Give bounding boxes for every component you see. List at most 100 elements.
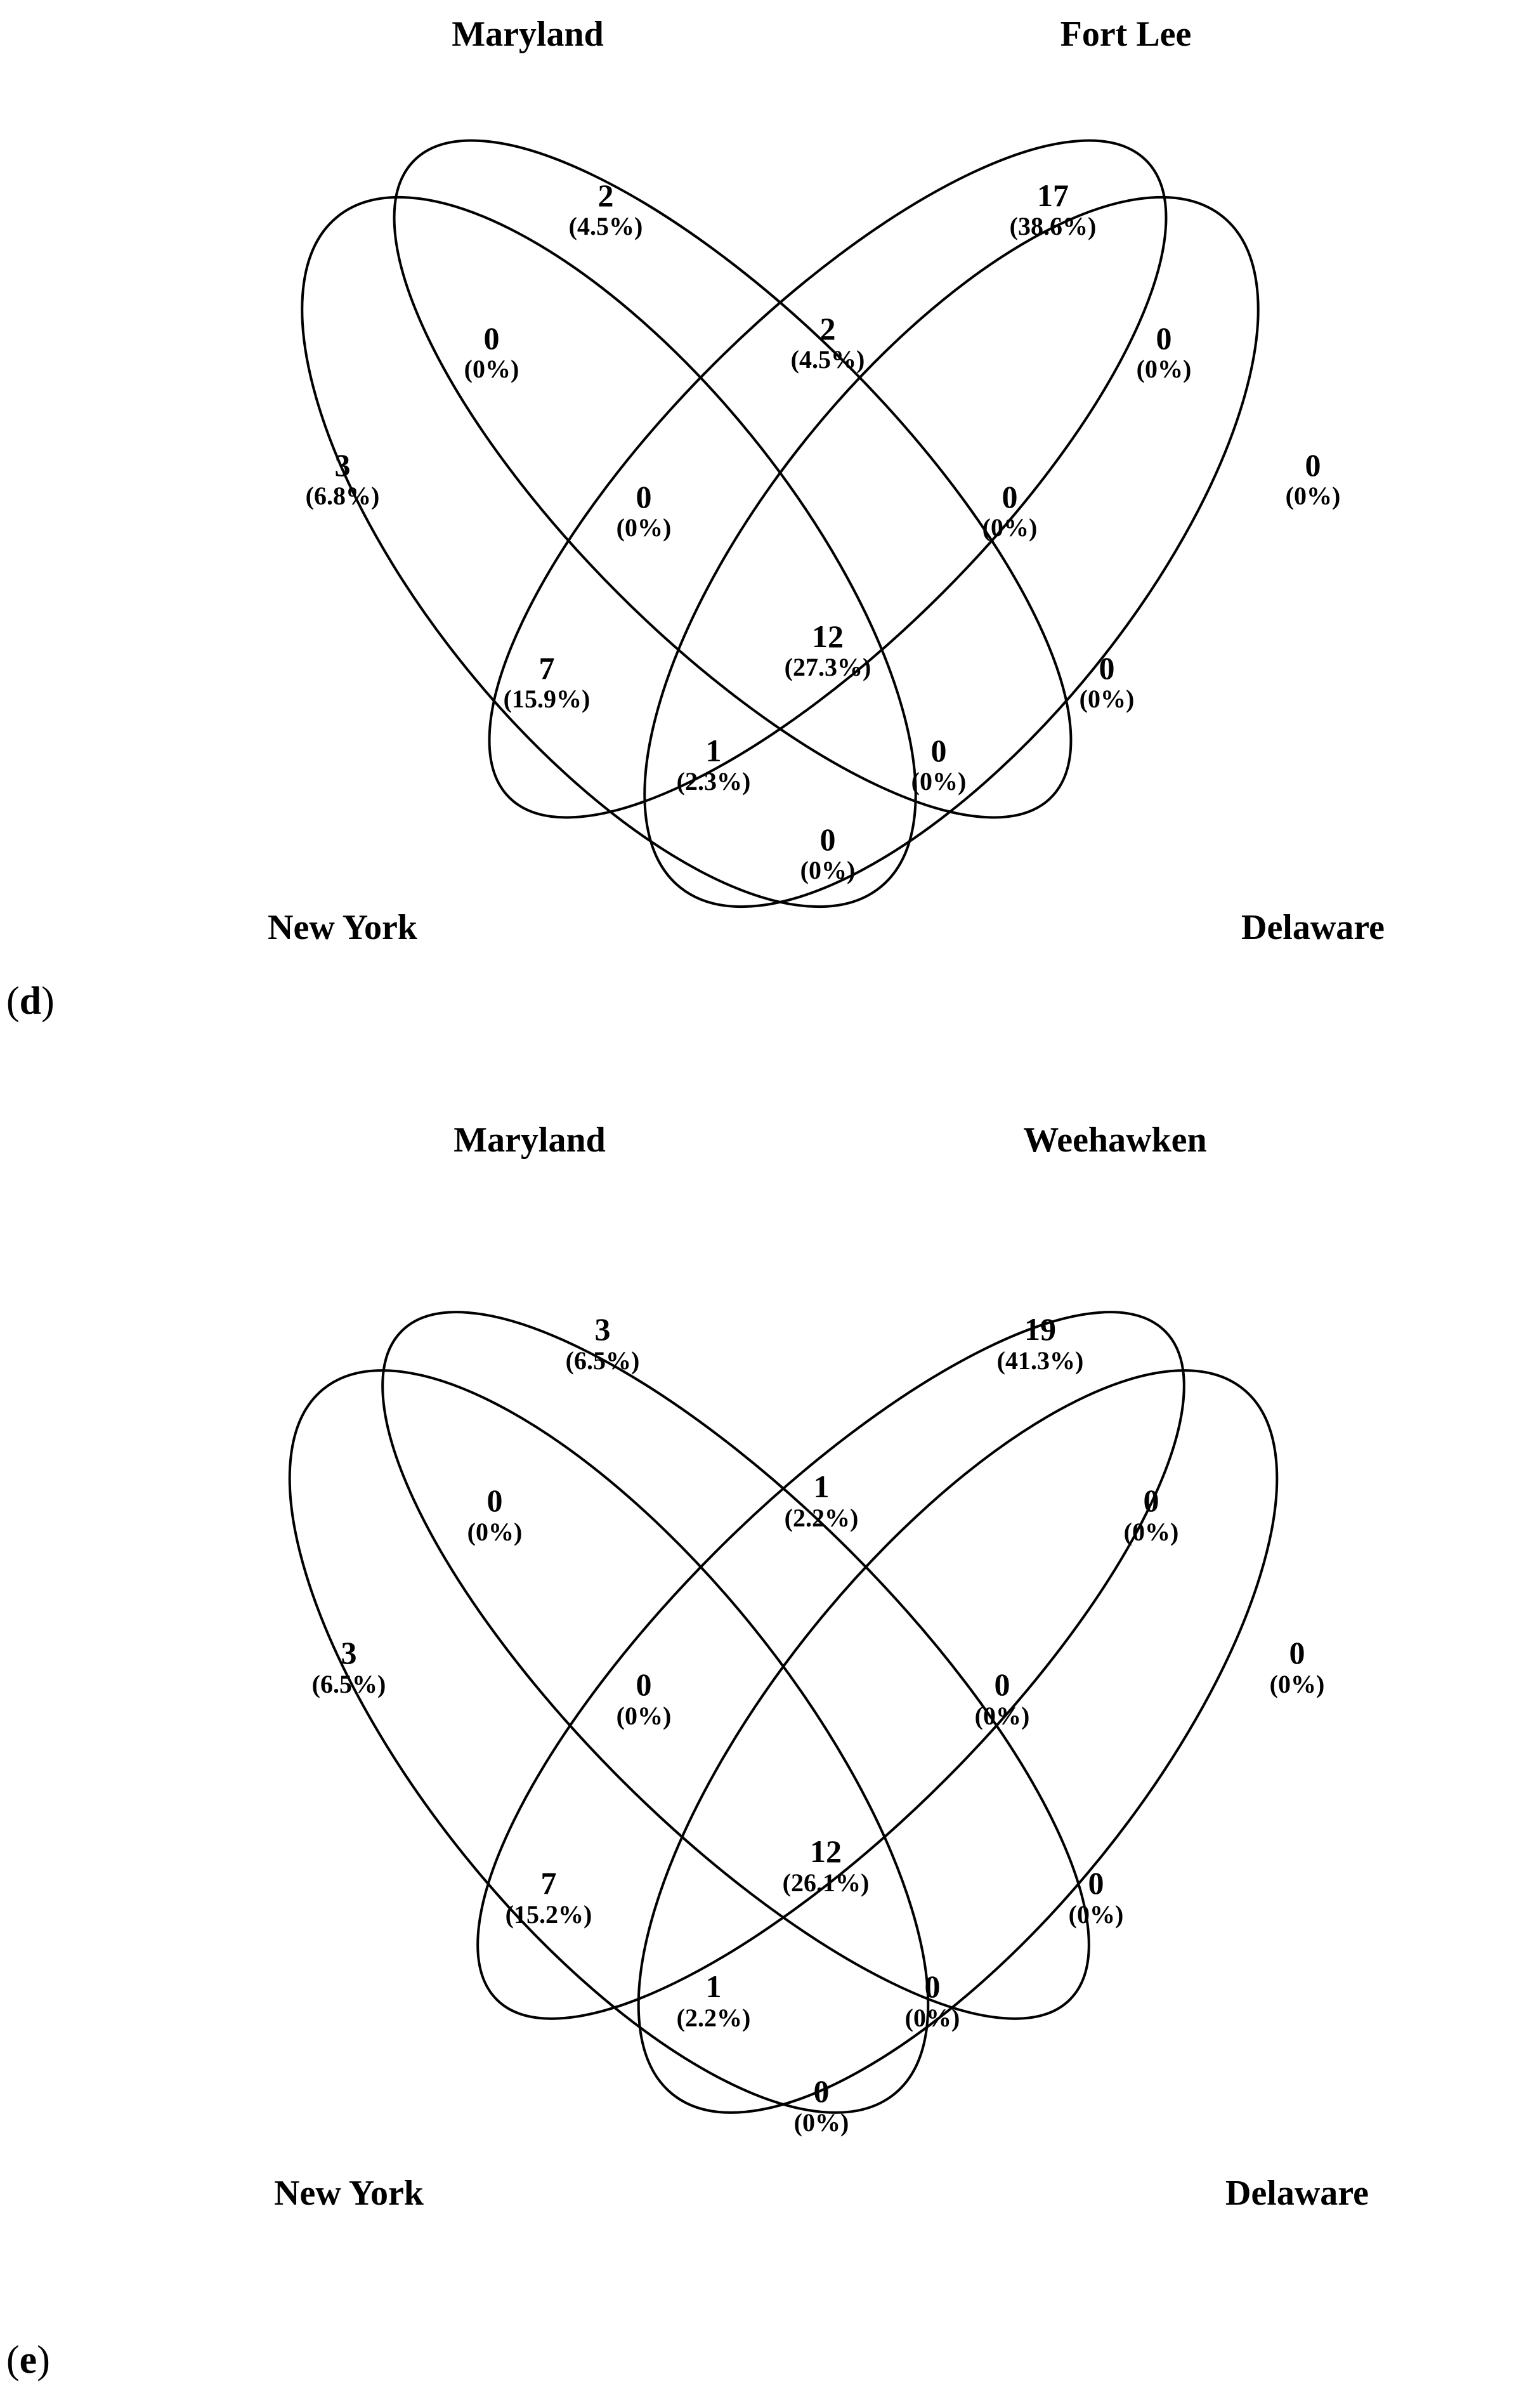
region-newyork-fortlee: 7 (15.9%) <box>504 650 591 713</box>
region-percent: (4.5%) <box>791 345 865 374</box>
region-maryland-fortlee: 2 (4.5%) <box>791 311 865 374</box>
region-maryland-only: 2 (4.5%) <box>569 178 643 240</box>
region-maryland-weehawken-delaware: 0 (0%) <box>975 1667 1030 1730</box>
region-percent: (0%) <box>1286 482 1341 510</box>
region-percent: (0%) <box>800 856 856 884</box>
region-count: 0 <box>487 1483 503 1518</box>
region-count: 3 <box>595 1311 611 1347</box>
ellipse-weehawken <box>476 1311 1185 2020</box>
set-label-bottom-left: New York <box>268 908 418 947</box>
region-count: 12 <box>812 619 844 654</box>
region-maryland-delaware: 0 (0%) <box>1069 1865 1124 1929</box>
region-percent: (6.5%) <box>312 1670 386 1698</box>
region-count: 0 <box>820 822 836 857</box>
region-newyork-weehawken-delaware: 1 (2.2%) <box>677 1969 751 2032</box>
region-percent: (0%) <box>464 355 519 383</box>
set-label-top-left: Maryland <box>452 15 604 54</box>
region-count: 7 <box>539 650 555 686</box>
region-maryland-only: 3 (6.5%) <box>566 1311 640 1375</box>
set-label-bottom-right: Delaware <box>1225 2174 1369 2213</box>
region-count: 12 <box>810 1834 842 1869</box>
region-count: 0 <box>1144 1483 1159 1518</box>
ellipse-delaware <box>643 195 1260 909</box>
region-count: 19 <box>1024 1311 1056 1347</box>
region-percent: (0%) <box>905 2004 960 2032</box>
region-percent: (0%) <box>975 1702 1030 1730</box>
region-count: 0 <box>636 1667 652 1702</box>
region-newyork-fortlee-delaware: 1 (2.3%) <box>677 733 751 796</box>
panel-letter: d <box>20 980 41 1023</box>
ellipse-delaware <box>637 1369 1279 2114</box>
ellipse-new-york <box>288 1369 930 2114</box>
region-percent: (0%) <box>1270 1670 1325 1698</box>
region-percent: (0%) <box>1124 1518 1179 1546</box>
region-percent: (0%) <box>1137 355 1192 383</box>
ellipse-maryland <box>381 1311 1090 2020</box>
panel-label: (e) <box>6 2339 50 2382</box>
set-label-top-right: Weehawken <box>1023 1120 1206 1160</box>
region-newyork-only: 3 (6.8%) <box>306 447 380 510</box>
region-percent: (2.2%) <box>785 1504 859 1532</box>
set-label-bottom-right: Delaware <box>1241 908 1385 947</box>
region-percent: (4.5%) <box>569 212 643 240</box>
region-count: 0 <box>1099 650 1115 686</box>
region-percent: (2.2%) <box>677 2004 751 2032</box>
region-all-four: 12 (27.3%) <box>785 619 871 681</box>
region-newyork-delaware: 0 (0%) <box>794 2073 849 2137</box>
ellipse-fort-lee <box>488 139 1168 819</box>
region-count: 7 <box>541 1865 557 1901</box>
region-weehawken-only: 19 (41.3%) <box>997 1311 1084 1375</box>
set-label-bottom-left: New York <box>274 2174 424 2213</box>
ellipse-new-york <box>301 195 917 909</box>
region-percent: (0%) <box>911 767 967 796</box>
region-count: 0 <box>995 1667 1010 1702</box>
set-label-top-right: Fort Lee <box>1060 15 1192 54</box>
panel-letter: e <box>20 2339 37 2382</box>
ellipse-maryland <box>393 139 1073 819</box>
region-percent: (0%) <box>1080 685 1135 713</box>
panel-label: (d) <box>6 980 55 1023</box>
region-percent: (15.2%) <box>506 1900 592 1929</box>
region-percent: (15.9%) <box>504 685 591 713</box>
region-newyork-maryland-delaware: 0 (0%) <box>905 1969 960 2032</box>
region-weehawken-delaware: 0 (0%) <box>1124 1483 1179 1546</box>
region-percent: (2.3%) <box>677 767 751 796</box>
region-newyork-maryland-delaware: 0 (0%) <box>911 733 967 796</box>
region-newyork-weehawken: 7 (15.2%) <box>506 1865 592 1929</box>
region-count: 0 <box>931 733 947 768</box>
region-count: 1 <box>814 1469 830 1504</box>
set-label-top-left: Maryland <box>454 1120 606 1160</box>
region-count: 0 <box>1156 320 1172 356</box>
region-fortlee-only: 17 (38.6%) <box>1010 178 1097 240</box>
venn-panel-e: Maryland Weehawken New York Delaware 3 (… <box>6 1120 1369 2382</box>
region-percent: (6.8%) <box>306 482 380 510</box>
region-count: 2 <box>820 311 836 346</box>
region-newyork-maryland-weehawken: 0 (0%) <box>617 1667 672 1730</box>
region-count: 0 <box>636 479 652 515</box>
region-count: 0 <box>925 1969 941 2004</box>
region-count: 3 <box>335 447 351 483</box>
region-count: 1 <box>706 733 722 768</box>
region-count: 0 <box>1305 447 1321 483</box>
region-count: 2 <box>598 178 614 213</box>
region-count: 0 <box>1088 1865 1104 1901</box>
region-count: 0 <box>1002 479 1018 515</box>
region-count: 0 <box>814 2073 830 2109</box>
region-percent: (0%) <box>617 1702 672 1730</box>
region-count: 0 <box>484 320 500 356</box>
region-percent: (26.1%) <box>783 1868 870 1897</box>
region-count: 1 <box>706 1969 722 2004</box>
region-count: 0 <box>1289 1635 1305 1670</box>
region-percent: (41.3%) <box>997 1346 1084 1375</box>
region-percent: (0%) <box>982 513 1038 542</box>
region-fortlee-delaware: 0 (0%) <box>1137 320 1192 383</box>
region-maryland-fortlee-delaware: 0 (0%) <box>982 479 1038 542</box>
region-maryland-delaware: 0 (0%) <box>1080 650 1135 713</box>
region-all-four: 12 (26.1%) <box>783 1834 870 1897</box>
region-delaware-only: 0 (0%) <box>1270 1635 1325 1698</box>
region-newyork-maryland: 0 (0%) <box>464 320 519 383</box>
region-percent: (38.6%) <box>1010 212 1097 240</box>
region-percent: (0%) <box>467 1518 523 1546</box>
region-newyork-only: 3 (6.5%) <box>312 1635 386 1698</box>
